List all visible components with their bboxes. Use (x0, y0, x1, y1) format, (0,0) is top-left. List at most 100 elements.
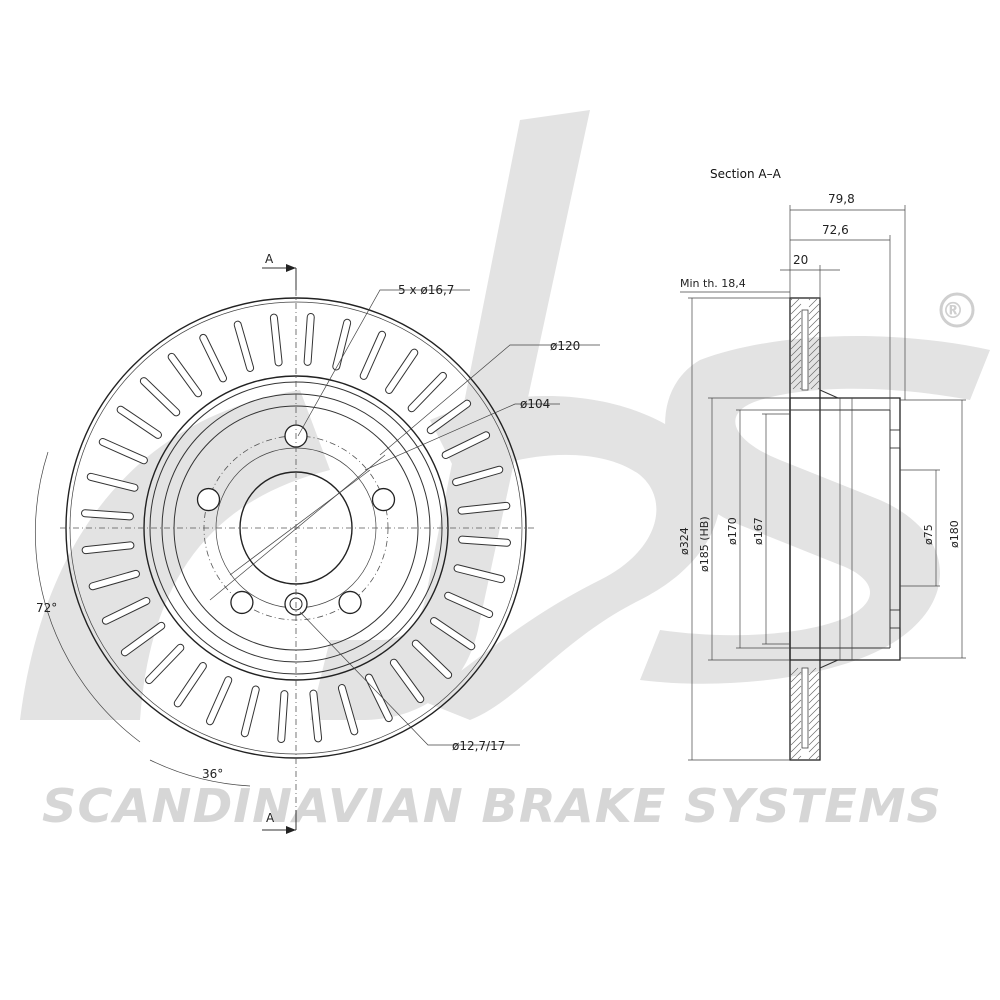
cooling-vanes (81, 313, 511, 743)
vent-channel-top (801, 309, 809, 391)
leader-pcd (379, 344, 600, 456)
hatch-line (790, 345, 802, 357)
angle-arc-72 (35, 451, 141, 743)
hatch-line (790, 359, 802, 371)
hatch-line (790, 692, 802, 704)
label-pcd: ø120 (550, 339, 580, 353)
vane-slot (364, 673, 393, 723)
dim-min-thickness: Min th. 18,4 (680, 277, 746, 290)
hatch-line (808, 706, 820, 718)
vane-slot (411, 639, 453, 679)
hatch-line (790, 741, 802, 753)
hatch-line (808, 359, 820, 371)
hat-notch-top (889, 429, 901, 449)
registered-circle (939, 292, 975, 328)
company-name: SCANDINAVIAN BRAKE SYSTEMS (42, 779, 942, 833)
hat-outline (789, 397, 901, 661)
diameter-leader-104 (229, 469, 371, 576)
vane-slot (389, 658, 425, 704)
neck-bottom (819, 659, 839, 669)
vane-slot (332, 318, 352, 371)
section-marker-bottom: A (266, 811, 275, 825)
dim-167: ø167 (752, 517, 765, 545)
vane-slot (452, 465, 504, 487)
dim-185-hb: ø185 (HB) (698, 516, 711, 572)
hatch-line (817, 387, 820, 390)
hatch-line (790, 685, 802, 697)
hatch-line (808, 720, 820, 732)
hatch-line (790, 331, 802, 343)
dim-180: ø180 (948, 520, 961, 548)
hatch-line (790, 324, 802, 336)
hatch-line (790, 317, 802, 329)
label-ring-104: ø104 (520, 397, 550, 411)
hatch-line (790, 699, 802, 711)
front-view: A A 5 x ø16,7 ø120 ø104 ø12,7/17 72° 36° (35, 252, 600, 834)
registered-mark: ® (942, 299, 964, 324)
dim-79-8: 79,8 (828, 192, 855, 206)
vane-slot (385, 348, 419, 394)
leader-bolt-holes (297, 289, 470, 437)
section-arrowhead-bottom (286, 826, 296, 834)
hatch-line (790, 734, 802, 746)
hatch-line (810, 380, 820, 390)
vane-slot (88, 569, 140, 591)
vane-slot (407, 371, 447, 413)
section-arrowhead-top (286, 264, 296, 272)
hatch-line (808, 298, 818, 308)
vane-slot (303, 313, 315, 366)
hatch-line (808, 338, 820, 350)
hatch-line (808, 298, 811, 301)
hatch-line (808, 727, 820, 739)
vane-slot (116, 405, 162, 439)
vane-slot (359, 330, 387, 380)
hatch-line (808, 324, 820, 336)
vane-slot (139, 377, 181, 417)
dim-75: ø75 (922, 524, 935, 545)
section-view: Section A–A 79,8 (678, 167, 966, 761)
vane-slot (101, 596, 151, 625)
vane-slot (430, 617, 476, 651)
vane-slot (86, 472, 139, 492)
diameter-leader-120 (209, 454, 386, 601)
hatch-line (808, 373, 820, 385)
bolt-hole (230, 590, 254, 615)
vane-slot (120, 621, 166, 657)
vane-slot (441, 431, 491, 460)
bolt-hole (196, 487, 221, 512)
hatch-line (808, 310, 820, 322)
hatch-line (808, 678, 820, 690)
dim-20: 20 (793, 253, 808, 267)
dim-170: ø170 (726, 517, 739, 545)
hatch-top (790, 298, 820, 390)
section-profile (789, 297, 901, 761)
label-angle-72: 72° (36, 601, 57, 615)
hatch-line (790, 373, 802, 385)
section-marker-top: A (265, 252, 274, 266)
hatch-line (790, 748, 802, 760)
hatch-line (790, 713, 802, 725)
dim-324: ø324 (678, 527, 691, 555)
hat-notch-bottom (889, 609, 901, 629)
vane-slot (167, 352, 203, 398)
vane-slot (81, 541, 135, 555)
horizontal-dimensions: 79,8 72,6 20 Min th. 18,4 (680, 192, 906, 410)
bolt-hole (338, 590, 362, 615)
hatch-line (792, 380, 802, 390)
hatch-line (808, 366, 820, 378)
label-bolt-holes: 5 x ø16,7 (398, 283, 454, 297)
hatch-line (808, 692, 820, 704)
hatch-line (808, 685, 820, 697)
hatch-line (808, 345, 820, 357)
hatch-line (790, 678, 802, 690)
vane-slot (337, 684, 359, 736)
hatch-line (808, 303, 820, 315)
section-title: Section A–A (710, 167, 782, 181)
vane-slot (145, 643, 185, 685)
hatch-line (808, 671, 820, 683)
hatch-line (790, 298, 800, 308)
vane-slot (453, 564, 506, 584)
hatch-line (790, 366, 802, 378)
